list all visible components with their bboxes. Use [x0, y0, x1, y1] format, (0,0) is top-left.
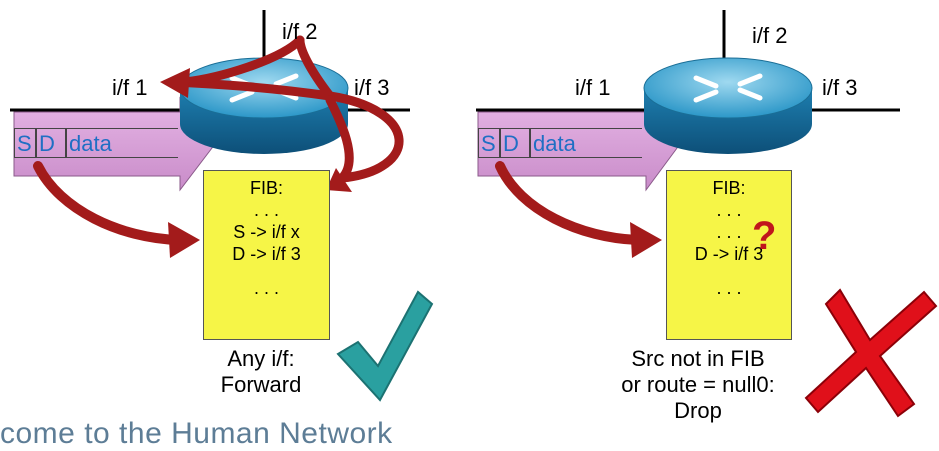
right-fib-title: FIB: [712, 178, 746, 198]
right-fib-line: D -> i/f 3 [694, 244, 764, 264]
right-caption: Src not in FIB or route = null0: Drop [598, 346, 798, 424]
left-caption-line: Any i/f: [227, 346, 295, 371]
right-fib-line: . . . [716, 222, 742, 242]
welcome-banner: come to the Human Network [0, 417, 393, 450]
left-if3-label: i/f 3 [354, 75, 390, 100]
left-fib-table: FIB: . . . S -> i/f x D -> i/f 3 . . . [203, 170, 330, 340]
left-caption-line: Forward [220, 372, 302, 397]
right-caption-line: or route = null0: [621, 372, 775, 397]
right-if2-label: i/f 2 [752, 23, 788, 48]
left-if1-label: i/f 1 [112, 75, 148, 100]
left-fib-line: . . . [253, 278, 279, 298]
right-router-icon [643, 57, 813, 154]
right-lookup-arrow [495, 161, 643, 245]
left-router-icon [179, 57, 349, 154]
left-packet-payload: data [66, 128, 178, 158]
unknown-source-mark: ? [752, 214, 777, 258]
left-forward-arrows [170, 35, 404, 183]
right-fib-table: FIB: . . . . . . D -> i/f 3 . . . [666, 170, 792, 340]
right-if1-label: i/f 1 [575, 75, 611, 100]
left-panel [10, 10, 434, 402]
left-fib-line: D -> i/f 3 [232, 244, 301, 264]
right-packet-dst: D [500, 128, 530, 158]
right-panel [476, 10, 938, 418]
left-packet-dst: D [36, 128, 66, 158]
left-fib-line: S -> i/f x [233, 222, 300, 242]
left-packet-src: S [14, 128, 36, 158]
left-caption: Any i/f: Forward [196, 346, 326, 398]
right-packet-payload: data [530, 128, 642, 158]
left-arrowhead-fib [326, 168, 352, 192]
right-caption-line: Src not in FIB [631, 346, 765, 371]
right-caption-line: Drop [674, 398, 722, 423]
x-mark-icon [804, 288, 938, 418]
left-lookup-arrowhead [168, 222, 200, 258]
right-fib-line: . . . [716, 200, 742, 220]
left-lookup-arrow [33, 161, 183, 245]
left-fib-line: . . . [253, 200, 279, 220]
left-fib-title: FIB: [249, 178, 283, 198]
right-fib-line: . . . [716, 278, 742, 298]
checkmark-icon [336, 290, 434, 402]
left-if2-label: i/f 2 [282, 19, 318, 44]
right-lookup-arrowhead [630, 222, 662, 258]
right-if3-label: i/f 3 [822, 75, 858, 100]
right-packet-src: S [478, 128, 500, 158]
left-arrowhead-if1 [160, 68, 190, 98]
